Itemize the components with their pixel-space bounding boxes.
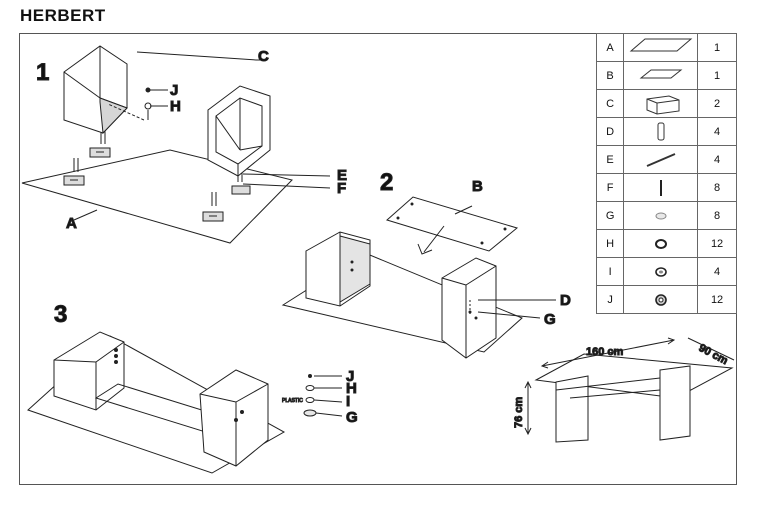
leg-box-icon bbox=[646, 94, 680, 115]
hardware-stack-step3 bbox=[303, 374, 343, 417]
part-picture bbox=[623, 33, 699, 62]
part-quantity: 1 bbox=[697, 33, 737, 62]
hex-key-icon bbox=[646, 152, 676, 167]
dimension-view: 160 cm 90 cm 76 cm bbox=[513, 337, 735, 443]
callout-h-step3: H bbox=[346, 380, 357, 397]
product-title: HERBERT bbox=[20, 6, 106, 25]
part-picture bbox=[623, 229, 699, 258]
leg-box-step3-left bbox=[53, 331, 125, 411]
part-letter: G bbox=[595, 201, 625, 230]
callout-g-step2: G bbox=[544, 311, 556, 328]
step-3-number: 3 bbox=[54, 301, 67, 328]
part-quantity: 4 bbox=[697, 257, 737, 286]
bracket-2 bbox=[63, 175, 85, 186]
parts-row: H 12 bbox=[595, 229, 737, 258]
instruction-frame bbox=[19, 33, 737, 485]
plastic-washer-icon bbox=[654, 266, 667, 277]
part-letter: A bbox=[595, 33, 625, 62]
step-1-group: 1 bbox=[21, 45, 348, 244]
step-3-group: 3 bbox=[27, 301, 358, 474]
glass-top-icon bbox=[629, 38, 693, 51]
leg-box-c-right bbox=[207, 85, 271, 177]
part-picture bbox=[623, 201, 699, 230]
dim-height: 76 cm bbox=[513, 397, 525, 428]
callout-h-step1: H bbox=[170, 98, 181, 115]
plastic-note: PLASTIC bbox=[282, 398, 303, 404]
callout-a: A bbox=[66, 215, 77, 232]
screw-icon bbox=[659, 179, 662, 196]
glass-shelf-b bbox=[385, 196, 519, 252]
callout-e: E bbox=[337, 167, 347, 184]
part-picture bbox=[623, 145, 699, 174]
leg-box-c-left bbox=[63, 45, 128, 135]
part-picture bbox=[623, 257, 699, 286]
step-2-group: 2 B D G bbox=[281, 169, 572, 359]
callout-i-step3: I bbox=[346, 393, 350, 410]
part-picture bbox=[623, 173, 699, 202]
nut-icon bbox=[654, 293, 667, 306]
leg-box-step2-right bbox=[441, 257, 497, 359]
part-quantity: 4 bbox=[697, 117, 737, 146]
dim-depth: 90 cm bbox=[697, 342, 730, 367]
washer-icon bbox=[654, 238, 667, 249]
part-letter: B bbox=[595, 61, 625, 90]
callout-c: C bbox=[258, 48, 269, 65]
glass-shelf-icon bbox=[639, 69, 683, 78]
part-letter: F bbox=[595, 173, 625, 202]
part-quantity: 1 bbox=[697, 61, 737, 90]
leg-box-step3-right bbox=[199, 369, 269, 467]
part-quantity: 4 bbox=[697, 145, 737, 174]
part-letter: J bbox=[595, 285, 625, 314]
part-picture bbox=[623, 61, 699, 90]
part-quantity: 2 bbox=[697, 89, 737, 118]
dim-length: 160 cm bbox=[586, 346, 624, 358]
part-letter: E bbox=[595, 145, 625, 174]
parts-row: J 12 bbox=[595, 285, 737, 314]
part-quantity: 12 bbox=[697, 229, 737, 258]
part-quantity: 8 bbox=[697, 201, 737, 230]
callout-b: B bbox=[472, 178, 483, 195]
part-letter: H bbox=[595, 229, 625, 258]
callout-j-step1: J bbox=[170, 82, 178, 99]
callout-g-step3: G bbox=[346, 409, 358, 426]
callout-f: F bbox=[337, 180, 346, 197]
part-picture bbox=[623, 285, 699, 314]
bracket-4 bbox=[231, 185, 251, 195]
part-letter: C bbox=[595, 89, 625, 118]
callout-j-step3: J bbox=[346, 368, 354, 385]
dowel-icon bbox=[657, 122, 665, 140]
bracket-3 bbox=[202, 211, 224, 222]
part-picture bbox=[623, 89, 699, 118]
step-2-number: 2 bbox=[380, 169, 393, 196]
part-quantity: 12 bbox=[697, 285, 737, 314]
part-letter: I bbox=[595, 257, 625, 286]
leg-box-step2-left bbox=[305, 231, 371, 307]
bracket-1 bbox=[89, 147, 111, 158]
pad-icon bbox=[655, 212, 667, 219]
part-quantity: 8 bbox=[697, 173, 737, 202]
callout-d: D bbox=[560, 292, 571, 309]
part-letter: D bbox=[595, 117, 625, 146]
step-1-number: 1 bbox=[36, 59, 49, 86]
glass-top-a bbox=[21, 149, 293, 244]
part-picture bbox=[623, 117, 699, 146]
